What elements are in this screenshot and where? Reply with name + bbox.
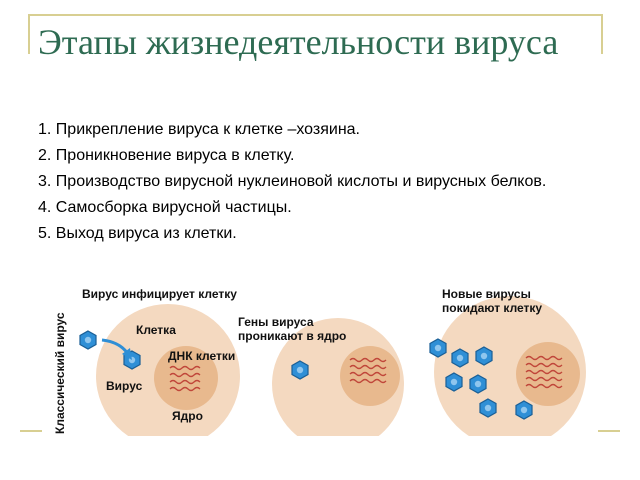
new-virus-icon-4 (445, 372, 463, 392)
stage1-caption: Вирус инфицирует клетку (82, 287, 237, 301)
step-item-1: 1. Прикрепление вируса к клетке –хозяина… (38, 121, 360, 138)
arrowhead-icon (122, 348, 132, 360)
frame-top-line (28, 14, 603, 16)
dna-label: ДНК клетки (168, 349, 235, 363)
frame-bottom-left-line (20, 430, 42, 432)
new-virus-icon-3 (475, 346, 493, 366)
stage3-caption-line1: Новые вирусы (442, 287, 531, 301)
slide-title: Этапы жизнедеятельности вируса (38, 22, 559, 62)
stage2-caption-line1: Гены вируса (238, 315, 314, 329)
virus-lifecycle-diagram: Классический вирус Вирус инфицирует клет… (53, 287, 586, 436)
vertical-label: Классический вирус (53, 312, 67, 434)
frame-right-line (601, 14, 603, 54)
virus-label: Вирус (106, 379, 143, 393)
new-virus-icon-6 (479, 398, 497, 418)
new-virus-icon-2 (451, 348, 469, 368)
step-item-4: 4. Самосборка вирусной частицы. (38, 199, 292, 216)
virus-icon-outside (79, 330, 97, 350)
dna-strands-1 (169, 365, 201, 392)
step-item-3: 3. Производство вирусной нуклеиновой кис… (38, 173, 547, 190)
new-virus-icon-7 (515, 400, 533, 420)
new-virus-icon-5 (469, 374, 487, 394)
frame-bottom-right-line (598, 430, 620, 432)
dna-strands-2 (349, 357, 387, 384)
nucleus-1 (154, 346, 218, 410)
dna-strands-3 (525, 355, 563, 389)
new-virus-icon-1 (429, 338, 447, 358)
nucleus-label: Ядро (172, 409, 203, 423)
frame-left-line (28, 14, 30, 54)
step-item-2: 2. Проникновение вируса в клетку. (38, 147, 295, 164)
virus-icon-stage2 (291, 360, 309, 380)
cell-label: Клетка (136, 323, 176, 337)
stage3-caption-line2: покидают клетку (442, 301, 542, 315)
stage2-caption-line2: проникают в ядро (238, 329, 346, 343)
steps-list: 1. Прикрепление вируса к клетке –хозяина… (38, 120, 598, 250)
step-item-5: 5. Выход вируса из клетки. (38, 225, 237, 242)
